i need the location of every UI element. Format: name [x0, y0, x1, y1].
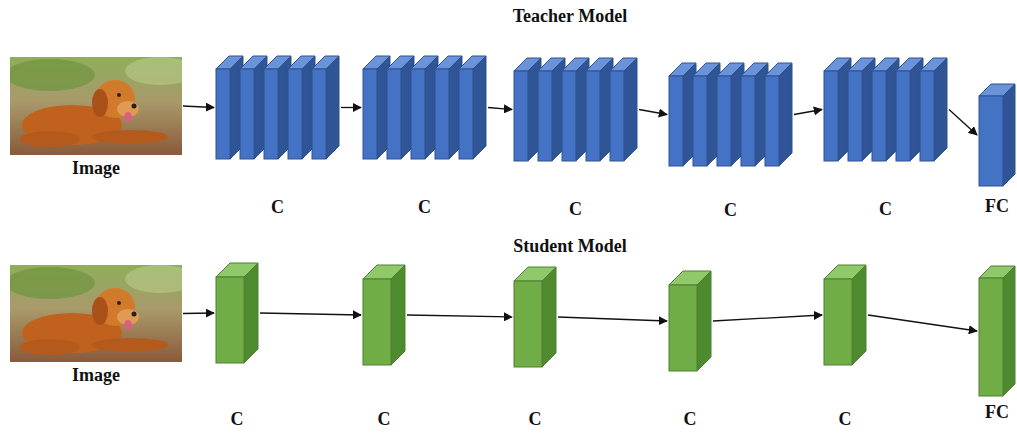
- flow-arrow: [794, 110, 822, 115]
- model-title: Teacher Model: [513, 6, 628, 27]
- conv-layer-symbol: [215, 262, 259, 364]
- flow-arrow: [341, 107, 361, 108]
- conv-layer-symbol: [823, 57, 948, 162]
- layer-label: C: [823, 200, 948, 220]
- conv-layer: C: [513, 266, 557, 430]
- layer-label: FC: [978, 197, 1016, 217]
- layer-label: C: [668, 410, 712, 430]
- input-image: Image: [10, 265, 182, 386]
- layer-label: C: [513, 200, 638, 220]
- layer-label: C: [513, 410, 557, 430]
- fc-layer: FC: [978, 265, 1016, 423]
- layer-label: C: [215, 198, 340, 218]
- layer-label: C: [668, 201, 793, 221]
- conv-layer: C: [362, 55, 487, 218]
- layer-label: Image: [10, 159, 182, 179]
- layer-label: C: [362, 410, 406, 430]
- conv-layer-symbol: [668, 62, 793, 167]
- flow-arrow: [183, 106, 214, 108]
- flow-arrow: [183, 312, 214, 314]
- input-image: Image: [10, 57, 182, 179]
- flow-arrow: [488, 108, 512, 110]
- flow-arrow: [407, 315, 512, 317]
- conv-layer-symbol: [215, 55, 340, 160]
- conv-layer: C: [823, 264, 867, 430]
- conv-layer: C: [668, 62, 793, 221]
- layer-label: C: [823, 410, 867, 430]
- flow-arrow: [558, 317, 667, 321]
- model-title: Student Model: [513, 236, 627, 257]
- fc-layer-symbol: [978, 265, 1016, 397]
- flow-arrow: [949, 110, 977, 136]
- conv-layer-symbol: [362, 55, 487, 160]
- layer-label: C: [362, 198, 487, 218]
- flow-arrow: [260, 313, 361, 315]
- conv-layer: C: [362, 264, 406, 430]
- flow-arrow: [713, 315, 822, 321]
- fc-layer: FC: [978, 83, 1016, 217]
- layer-label: Image: [10, 366, 182, 386]
- flow-arrow: [868, 315, 977, 331]
- conv-layer: C: [668, 270, 712, 430]
- conv-layer-symbol: [823, 264, 867, 366]
- conv-layer-symbol: [668, 270, 712, 372]
- conv-layer-symbol: [362, 264, 406, 366]
- dog-photo: [10, 57, 182, 155]
- conv-layer: C: [513, 57, 638, 220]
- conv-layer-symbol: [513, 57, 638, 162]
- dog-photo: [10, 265, 182, 362]
- conv-layer-symbol: [513, 266, 557, 368]
- layer-label: FC: [978, 403, 1016, 423]
- conv-layer: C: [215, 55, 340, 218]
- conv-layer: C: [215, 262, 259, 430]
- flow-arrow: [639, 110, 667, 115]
- layer-label: C: [215, 410, 259, 430]
- conv-layer: C: [823, 57, 948, 220]
- fc-layer-symbol: [978, 83, 1016, 187]
